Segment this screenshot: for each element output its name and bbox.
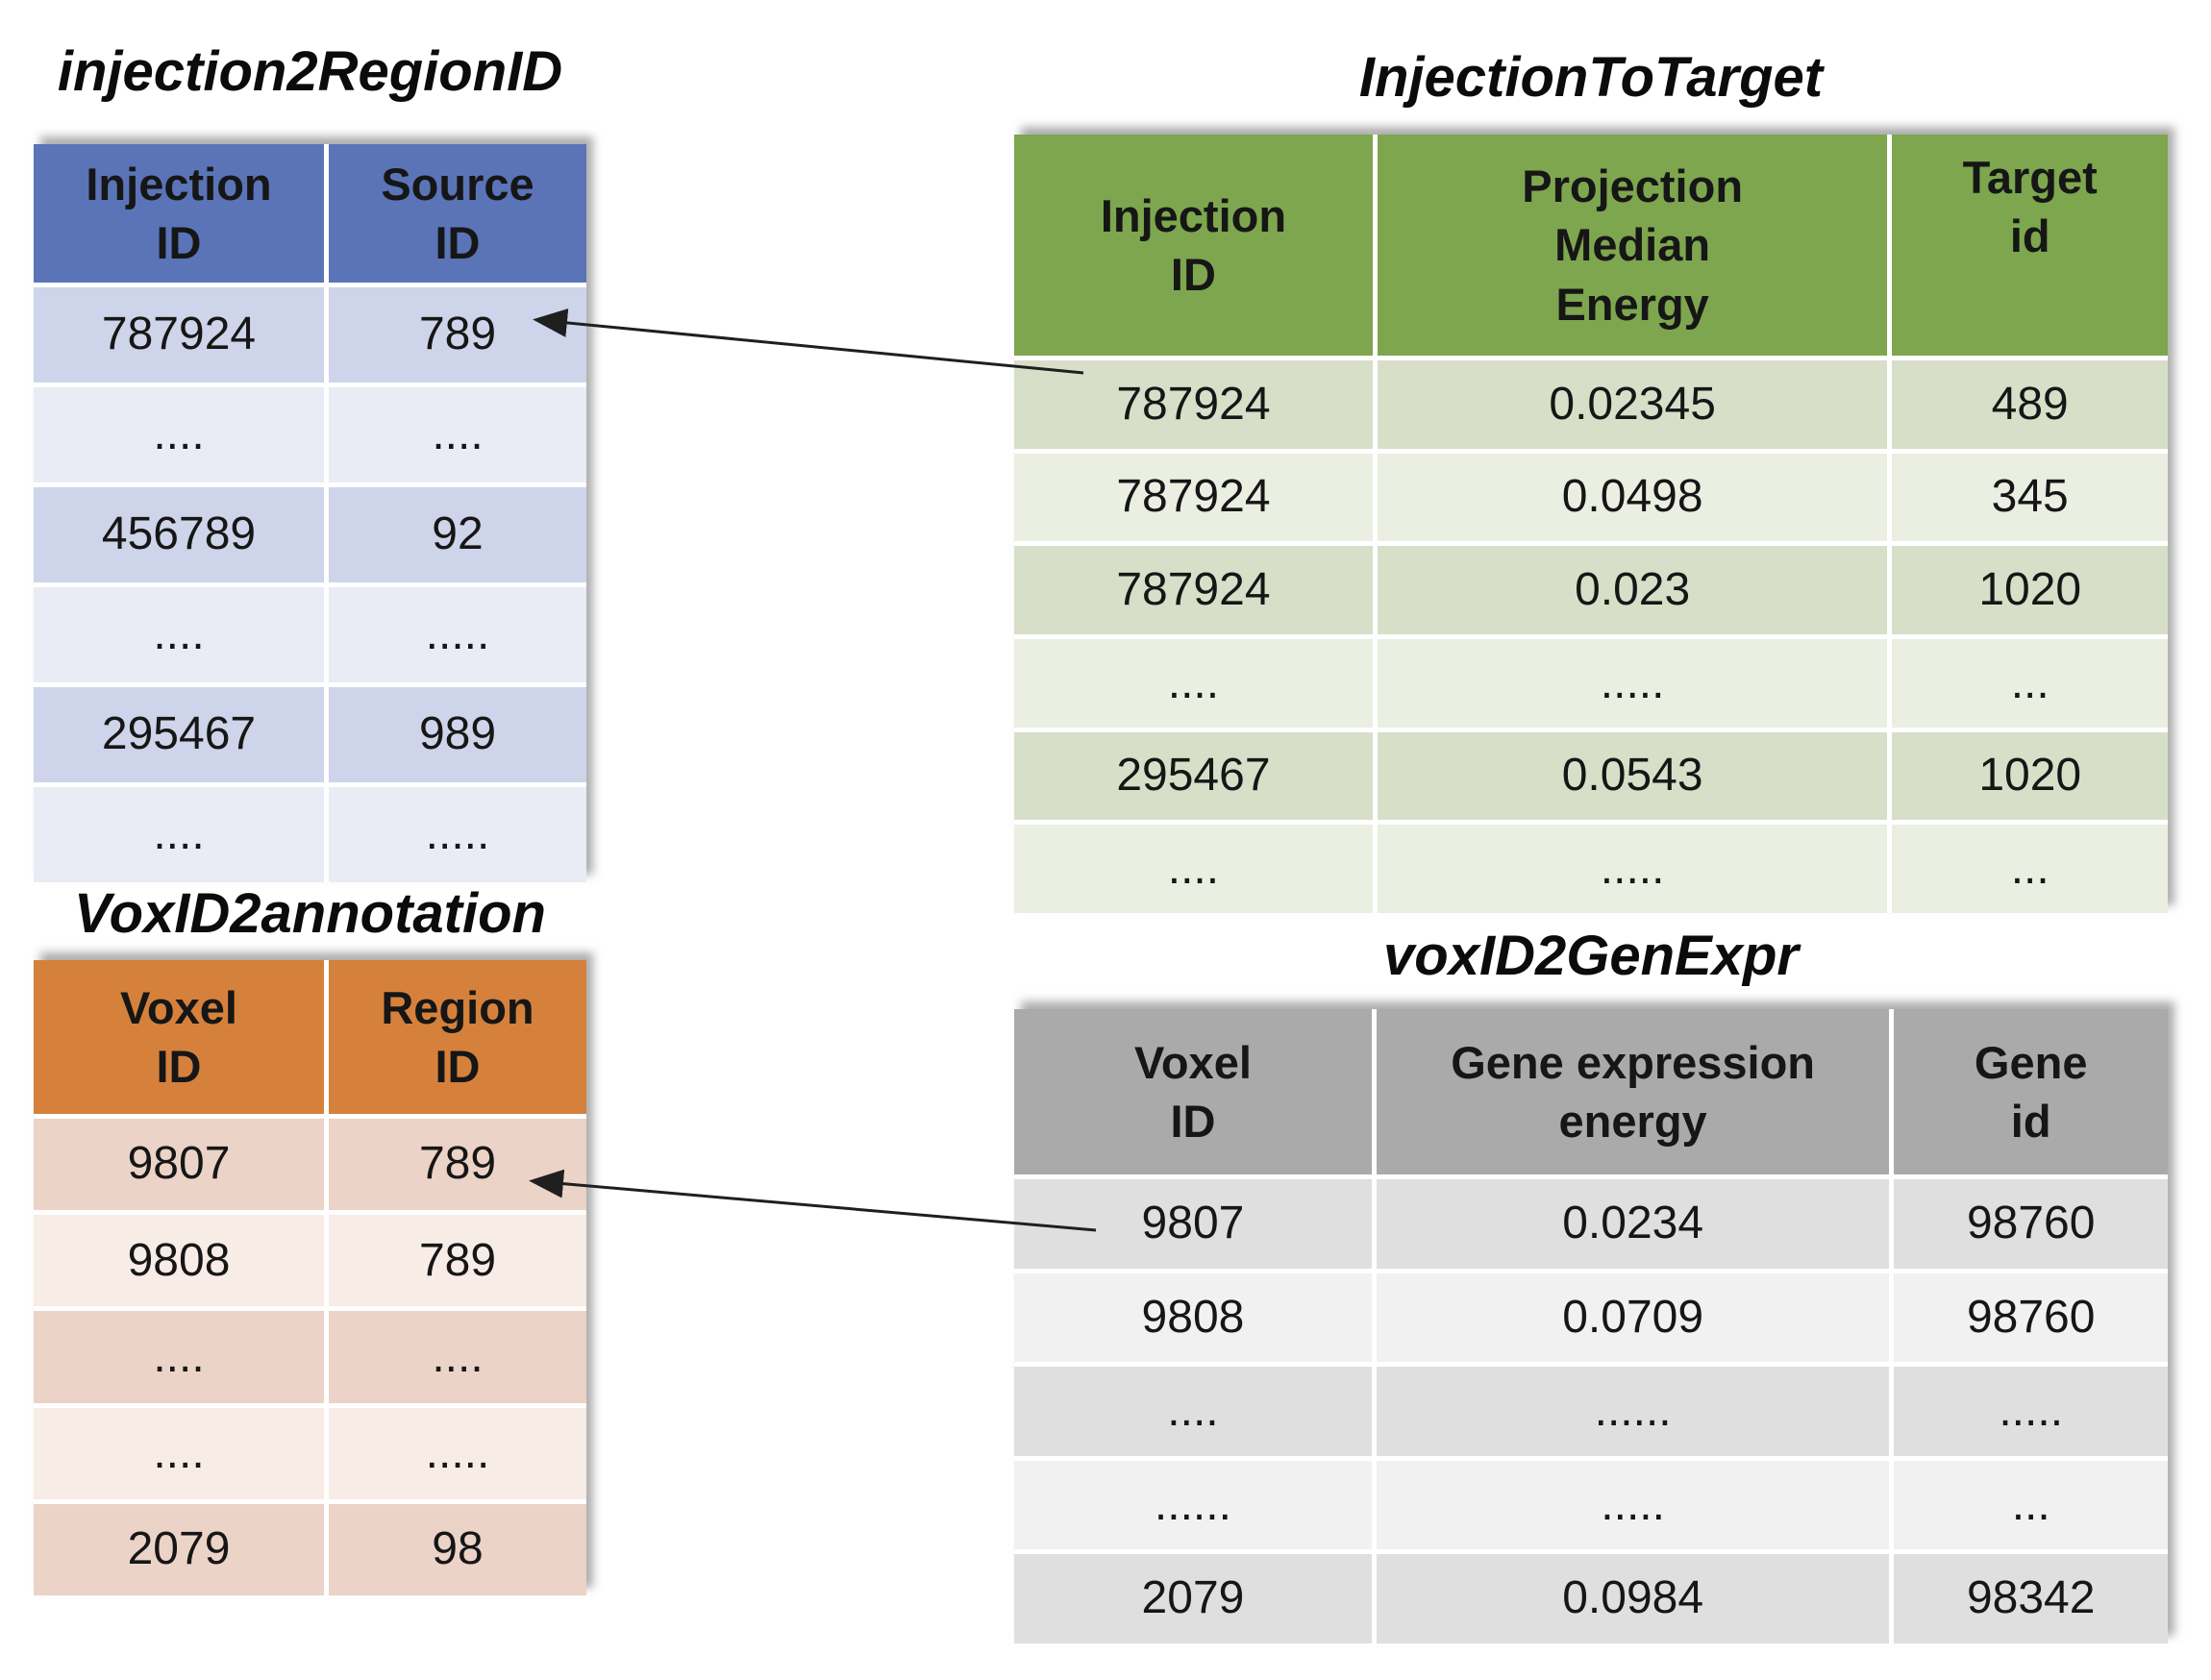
InjectionToTarget-cell-r1c1: 787924 [1014,360,1373,449]
voxID2GenExpr-cell-r3c3: ..... [1894,1367,2168,1456]
InjectionToTarget-cell-r3c3: 1020 [1892,546,2168,634]
voxID2GenExpr-cell-r2c1: 9808 [1014,1272,1372,1363]
table-title-injection2RegionID: injection2RegionID [57,40,563,103]
InjectionToTarget-cell-r3c1: 787924 [1014,546,1373,634]
table-title-VoxID2annotation: VoxID2annotation [74,882,546,945]
voxID2GenExpr-cell-r4c3: ... [1894,1460,2168,1550]
voxID2GenExpr-cell-r1c2: 0.0234 [1376,1179,1890,1269]
VoxID2annotation-cell-r2c2: 789 [329,1215,586,1307]
injection2RegionID-cell-r2c1: .... [34,387,324,482]
InjectionToTarget-header-col3: Target id [1892,135,2168,356]
VoxID2annotation-cell-r3c2: .... [329,1311,586,1403]
VoxID2annotation-cell-r3c1: .... [34,1311,324,1403]
VoxID2annotation-cell-r5c1: 2079 [34,1503,324,1595]
VoxID2annotation-cell-r1c1: 9807 [34,1119,324,1211]
injection2RegionID-cell-r6c1: .... [34,787,324,882]
injection2RegionID-cell-r1c1: 787924 [34,287,324,383]
voxID2GenExpr-cell-r5c2: 0.0984 [1376,1554,1890,1643]
voxID2GenExpr-header-col1: Voxel ID [1014,1009,1372,1174]
InjectionToTarget-cell-r4c2: ..... [1377,638,1888,728]
VoxID2annotation-cell-r2c1: 9808 [34,1215,324,1307]
injection2RegionID-cell-r3c2: 92 [329,487,586,582]
voxID2GenExpr-cell-r3c1: .... [1014,1367,1372,1456]
InjectionToTarget-cell-r2c1: 787924 [1014,453,1373,542]
relation-arrow-injection-source [533,308,1084,375]
InjectionToTarget-cell-r4c3: ... [1892,638,2168,728]
VoxID2annotation-cell-r4c2: ..... [329,1407,586,1499]
InjectionToTarget-cell-r6c1: .... [1014,825,1373,913]
InjectionToTarget-cell-r2c3: 345 [1892,453,2168,542]
voxID2GenExpr-header-col3: Gene id [1894,1009,2168,1174]
injection2RegionID-header-col1: Injection ID [34,144,324,283]
InjectionToTarget-cell-r2c2: 0.0498 [1377,453,1888,542]
VoxID2annotation-cell-r5c2: 98 [329,1503,586,1595]
table-title-InjectionToTarget: InjectionToTarget [1358,46,1824,109]
InjectionToTarget-cell-r1c3: 489 [1892,360,2168,449]
VoxID2annotation-cell-r4c1: .... [34,1407,324,1499]
InjectionToTarget-cell-r6c2: ..... [1377,825,1888,913]
injection2RegionID-cell-r6c2: ..... [329,787,586,882]
InjectionToTarget-header-col2: Projection Median Energy [1377,135,1888,356]
InjectionToTarget-cell-r1c2: 0.02345 [1377,360,1888,449]
voxID2GenExpr-cell-r5c3: 98342 [1894,1554,2168,1643]
injection2RegionID-cell-r1c2: 789 [329,287,586,383]
voxID2GenExpr-cell-r4c2: ..... [1376,1460,1890,1550]
InjectionToTarget-header-col1: Injection ID [1014,135,1373,356]
InjectionToTarget-cell-r5c3: 1020 [1892,731,2168,821]
voxID2GenExpr-cell-r1c3: 98760 [1894,1179,2168,1269]
voxID2GenExpr-header-col2: Gene expression energy [1376,1009,1890,1174]
voxID2GenExpr-cell-r1c1: 9807 [1014,1179,1372,1269]
table-title-voxID2GenExpr: voxID2GenExpr [1383,925,1799,987]
injection2RegionID-cell-r5c1: 295467 [34,687,324,782]
InjectionToTarget-cell-r5c1: 295467 [1014,731,1373,821]
voxID2GenExpr-cell-r4c1: ...... [1014,1460,1372,1550]
injection2RegionID-cell-r4c2: ..... [329,587,586,682]
VoxID2annotation-header-col2: Region ID [329,960,586,1114]
relation-arrow-voxel-region [529,1169,1097,1232]
InjectionToTarget-cell-r6c3: ... [1892,825,2168,913]
voxID2GenExpr-cell-r3c2: ...... [1376,1367,1890,1456]
VoxID2annotation-header-col1: Voxel ID [34,960,324,1114]
voxID2GenExpr-cell-r2c2: 0.0709 [1376,1272,1890,1363]
injection2RegionID-cell-r5c2: 989 [329,687,586,782]
VoxID2annotation-cell-r1c2: 789 [329,1119,586,1211]
injection2RegionID-cell-r2c2: .... [329,387,586,482]
voxID2GenExpr-cell-r2c3: 98760 [1894,1272,2168,1363]
InjectionToTarget-cell-r4c1: .... [1014,638,1373,728]
InjectionToTarget-cell-r5c2: 0.0543 [1377,731,1888,821]
injection2RegionID-cell-r3c1: 456789 [34,487,324,582]
injection2RegionID-header-col2: Source ID [329,144,586,283]
voxID2GenExpr-cell-r5c1: 2079 [1014,1554,1372,1643]
InjectionToTarget-cell-r3c2: 0.023 [1377,546,1888,634]
injection2RegionID-cell-r4c1: .... [34,587,324,682]
